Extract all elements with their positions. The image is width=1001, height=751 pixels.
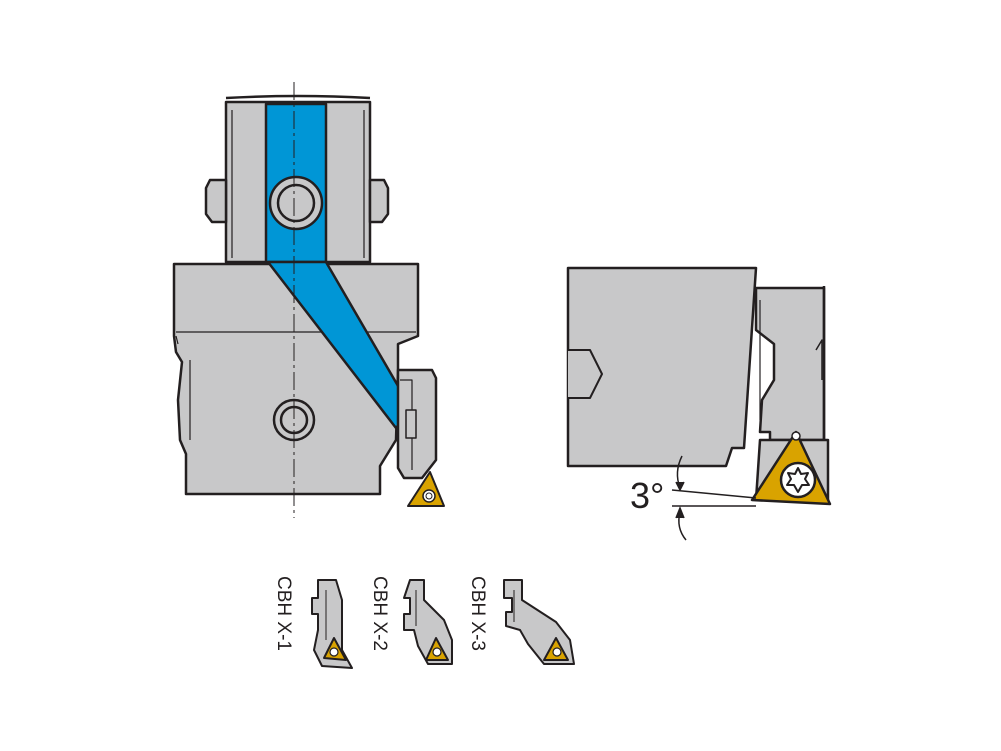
variant-cbh-x3: CBH X-3 [467, 576, 575, 665]
variant-label-x3: CBH X-3 [467, 576, 488, 651]
variant-cbh-x2: CBH X-2 [369, 576, 453, 665]
angle-label: 3° [630, 475, 664, 516]
torx-screw-icon [779, 461, 817, 499]
variant-label-x2: CBH X-2 [369, 576, 390, 651]
hex-socket [568, 349, 603, 399]
variant-cbh-x1: CBH X-1 [273, 576, 353, 669]
cartridge [396, 368, 438, 480]
side-body [566, 266, 758, 468]
angle-dimension [671, 455, 757, 541]
boring-head-side-view [566, 266, 832, 506]
boring-head-front-view [172, 94, 445, 507]
variant-label-x1: CBH X-1 [273, 576, 294, 651]
coolant-port [268, 175, 324, 231]
insert-front [407, 471, 445, 507]
insert-side [750, 430, 832, 506]
side-cartridge [754, 286, 826, 442]
